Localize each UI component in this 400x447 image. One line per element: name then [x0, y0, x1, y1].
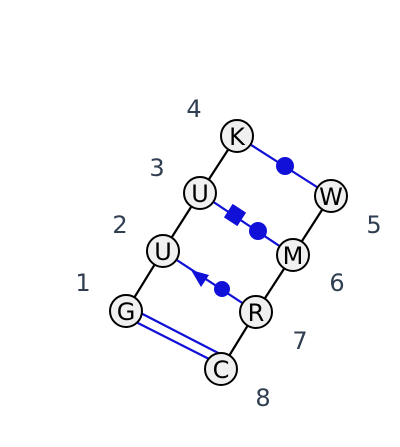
- pair-circle-symbol: [249, 222, 267, 240]
- node-circle: [314, 179, 348, 213]
- node-letter: U: [154, 238, 172, 266]
- position-labels: 1 2 3 4 5 6 7 8: [75, 95, 381, 412]
- node-letter: G: [117, 298, 136, 326]
- node-letter: W: [319, 183, 343, 211]
- pair-2-7: [162, 250, 257, 313]
- node-circle: [239, 295, 273, 329]
- node-letter: M: [283, 242, 304, 270]
- node-letter: R: [248, 299, 265, 327]
- position-label-8: 8: [255, 384, 270, 412]
- node-3: U: [183, 176, 217, 210]
- node-letter: C: [213, 356, 230, 384]
- position-label-4: 4: [186, 95, 201, 123]
- node-circle: [146, 234, 180, 268]
- pair-3-6: [199, 192, 294, 256]
- node-circle: [220, 119, 254, 153]
- pair-1-8: [123, 306, 225, 365]
- node-2: U: [146, 234, 180, 268]
- pair-triangle-symbol: [191, 270, 209, 287]
- node-6: M: [276, 238, 310, 272]
- node-4: K: [220, 119, 254, 153]
- position-label-1: 1: [75, 269, 90, 297]
- node-5: W: [314, 179, 348, 213]
- pair-circle-symbol: [214, 281, 230, 297]
- pair-line: [162, 250, 257, 313]
- node-1: G: [109, 294, 143, 328]
- pair-4-5: [236, 135, 332, 197]
- pair-circle-symbol: [276, 157, 294, 175]
- position-label-2: 2: [112, 211, 127, 239]
- node-circle: [183, 176, 217, 210]
- node-7: R: [239, 295, 273, 329]
- pair-square-symbol: [223, 203, 247, 227]
- node-letter: U: [191, 180, 209, 208]
- node-letter: K: [229, 123, 246, 151]
- position-label-7: 7: [292, 327, 307, 355]
- node-circle: [276, 238, 310, 272]
- pair-line-b: [128, 306, 225, 357]
- node-circle: [204, 352, 238, 386]
- node-circle: [109, 294, 143, 328]
- pair-line-a: [123, 315, 220, 365]
- pair-line: [199, 192, 294, 256]
- position-label-5: 5: [366, 211, 381, 239]
- node-8: C: [204, 352, 238, 386]
- position-label-3: 3: [149, 154, 164, 182]
- position-label-6: 6: [329, 269, 344, 297]
